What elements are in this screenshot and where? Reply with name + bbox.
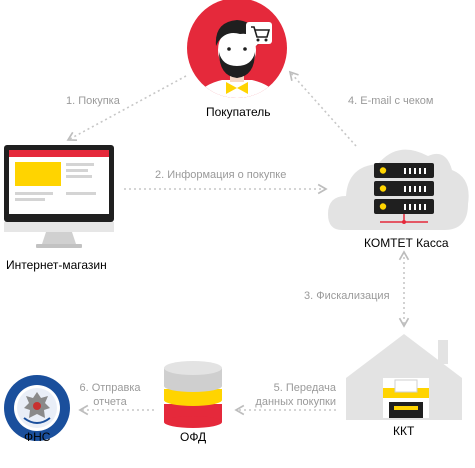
step-3-label: 3. Фискализация [304, 290, 390, 302]
flow-arrows [66, 70, 410, 416]
step-5-line-2: данных покупки [255, 396, 336, 408]
house-kkt-icon [346, 334, 462, 420]
step-1-label: 1. Покупка [66, 95, 120, 107]
kkt-label: ККТ [393, 424, 415, 438]
step-6-line-2: отчета [93, 396, 127, 408]
step-6-line-1: 6. Отправка [79, 382, 141, 394]
step-5-line-1: 5. Передача [273, 382, 336, 394]
step-5-label: 5. Передача данных покупки [232, 381, 336, 409]
fns-emblem-icon [4, 375, 70, 441]
arrow-buyer-to-shop [66, 75, 187, 142]
fns-label: ФНС [24, 430, 51, 444]
buyer-label: Покупатель [206, 105, 271, 119]
shop-label: Интернет-магазин [6, 258, 107, 272]
step-4-label: 4. E-mail с чеком [348, 95, 434, 107]
komtet-label: КОМТЕТ Касса [364, 236, 449, 250]
step-6-label: 6. Отправка отчета [78, 381, 142, 409]
database-icon [164, 361, 222, 428]
buyer-avatar [187, 0, 287, 98]
server-rack [374, 163, 434, 224]
ofd-label: ОФД [180, 430, 207, 444]
cloud-server-icon [328, 149, 469, 230]
cart-bubble-icon [246, 22, 272, 51]
step-2-label: 2. Информация о покупке [155, 169, 287, 181]
arrow-komtet-to-buyer [288, 70, 357, 147]
monitor-icon [4, 145, 114, 248]
